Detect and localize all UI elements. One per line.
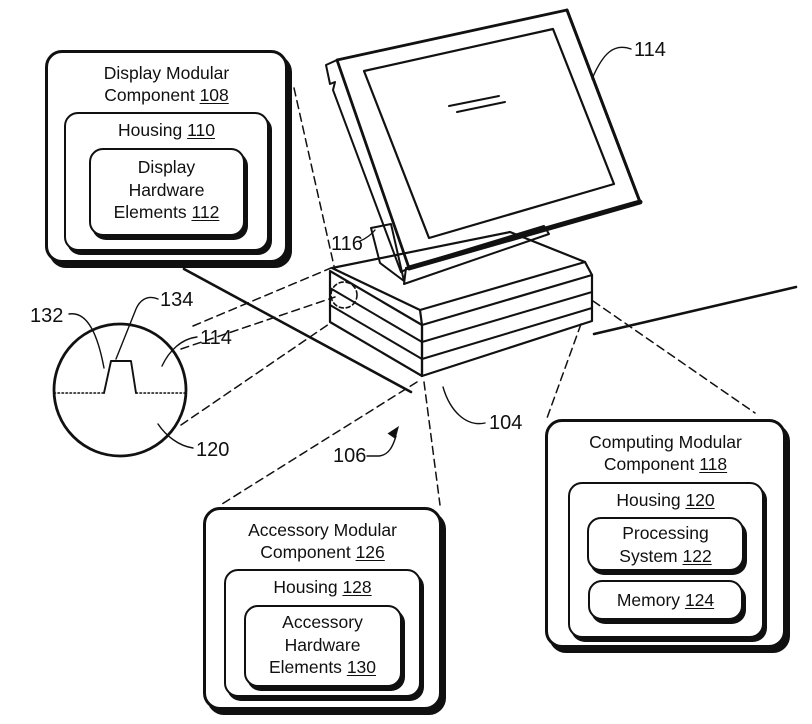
processing-system-box: Processing System 122: [587, 517, 744, 572]
base-unit: [328, 230, 594, 378]
accessory-hardware-elements-box: Accessory Hardware Elements 130: [243, 605, 402, 688]
screen: [362, 27, 616, 240]
housing-label: Housing 110: [118, 119, 215, 140]
table-edge: [182, 267, 798, 394]
detail-view: [52, 322, 188, 458]
ref-106-arrowhead: [387, 426, 399, 439]
display-panel: [325, 8, 643, 273]
box-title: Display Modular: [103, 63, 230, 83]
housing-110-box: Housing 110 Display Hardware Elements 11…: [64, 111, 269, 251]
callout-leader-lines: [180, 87, 756, 506]
ref-134-detail: 134: [160, 289, 193, 311]
housing-128-box: Housing 128 Accessory Hardware Elements …: [224, 568, 421, 697]
ref-104-base: 104: [489, 412, 522, 434]
ref-114-display: 114: [634, 39, 666, 61]
screen-glare: [448, 95, 506, 113]
memory-box: Memory 124: [588, 580, 743, 621]
accessory-modular-component-box: Accessory Modular Component 126 Housing …: [203, 507, 442, 710]
box-title-line2: Component 126: [260, 542, 385, 563]
display-modular-component-box: Display Modular Component 108 Housing 11…: [45, 50, 288, 263]
housing-label: Housing 128: [273, 576, 372, 597]
base-layer-lines: [329, 287, 593, 360]
box-title-line2: Component 118: [603, 454, 728, 475]
stand: [370, 223, 550, 285]
computing-modular-component-box: Computing Modular Component 118 Housing …: [545, 419, 786, 648]
reference-labels: 114 116 104 106 132 134 114 120: [30, 39, 666, 467]
housing-label: Housing 120: [616, 489, 715, 510]
ref-120-detail: 120: [196, 439, 229, 461]
box-title-line2: Component 108: [104, 85, 229, 106]
ref-106-device: 106: [333, 445, 366, 467]
ref-132-detail: 132: [30, 305, 63, 327]
display-hardware-elements-box: Display Hardware Elements 112: [88, 148, 245, 237]
housing-120-box: Housing 120 Processing System 122 Memory…: [567, 481, 764, 638]
box-title: Accessory Modular: [248, 520, 397, 540]
box-title: Computing Modular: [589, 432, 742, 452]
ref-116-stand: 116: [331, 233, 363, 255]
connector-tab: [103, 360, 137, 394]
detail-source-circle: [330, 281, 358, 309]
ref-114-detail: 114: [200, 327, 232, 349]
